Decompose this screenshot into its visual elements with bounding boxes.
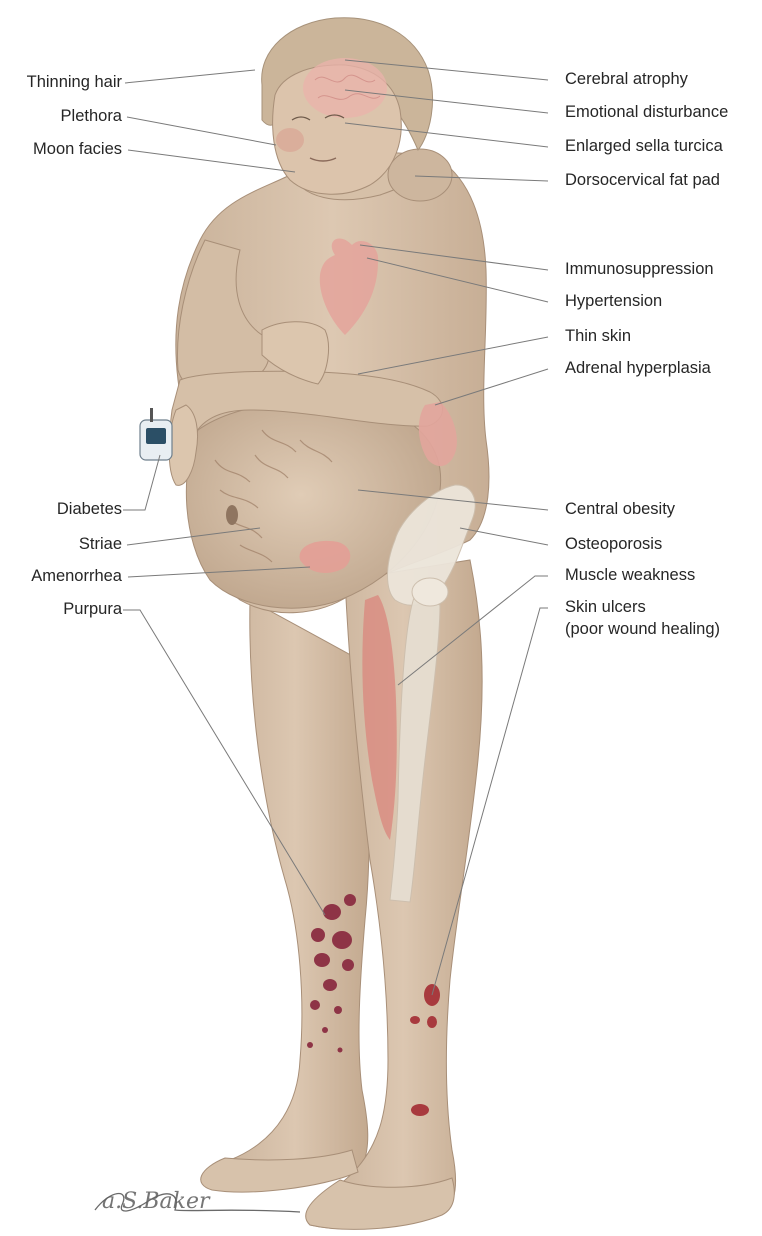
label-skin-ulcers: Skin ulcers [565,598,646,617]
label-hypertension: Hypertension [565,292,662,311]
label-immunosuppression: Immunosuppression [565,260,714,279]
label-thin-skin: Thin skin [565,327,631,346]
label-cerebral-atrophy: Cerebral atrophy [565,70,688,89]
navel [226,505,238,525]
body-silhouette [169,18,489,1230]
label-skin-ulcers-note: (poor wound healing) [565,620,720,639]
brain [303,58,387,118]
cheek-flush [276,128,304,152]
label-diabetes: Diabetes [57,500,122,519]
left-leg [204,600,369,1191]
glucose-meter-icon [140,408,172,460]
label-amenorrhea: Amenorrhea [31,567,122,586]
dorsocervical-hump [388,149,452,201]
label-central-obesity: Central obesity [565,500,675,519]
label-thinning-hair: Thinning hair [27,73,122,92]
label-emotional-disturbance: Emotional disturbance [565,103,728,122]
label-plethora: Plethora [61,107,122,126]
artist-signature: a.S.Baker [102,1192,210,1211]
label-moon-facies: Moon facies [33,140,122,159]
label-enlarged-sella-turcica: Enlarged sella turcica [565,137,723,156]
label-muscle-weakness: Muscle weakness [565,566,695,585]
label-purpura: Purpura [63,600,122,619]
femoral-head [412,578,448,606]
label-osteoporosis: Osteoporosis [565,535,662,554]
label-adrenal-hyperplasia: Adrenal hyperplasia [565,359,711,378]
label-striae: Striae [79,535,122,554]
label-dorsocervical-fat-pad: Dorsocervical fat pad [565,171,720,190]
